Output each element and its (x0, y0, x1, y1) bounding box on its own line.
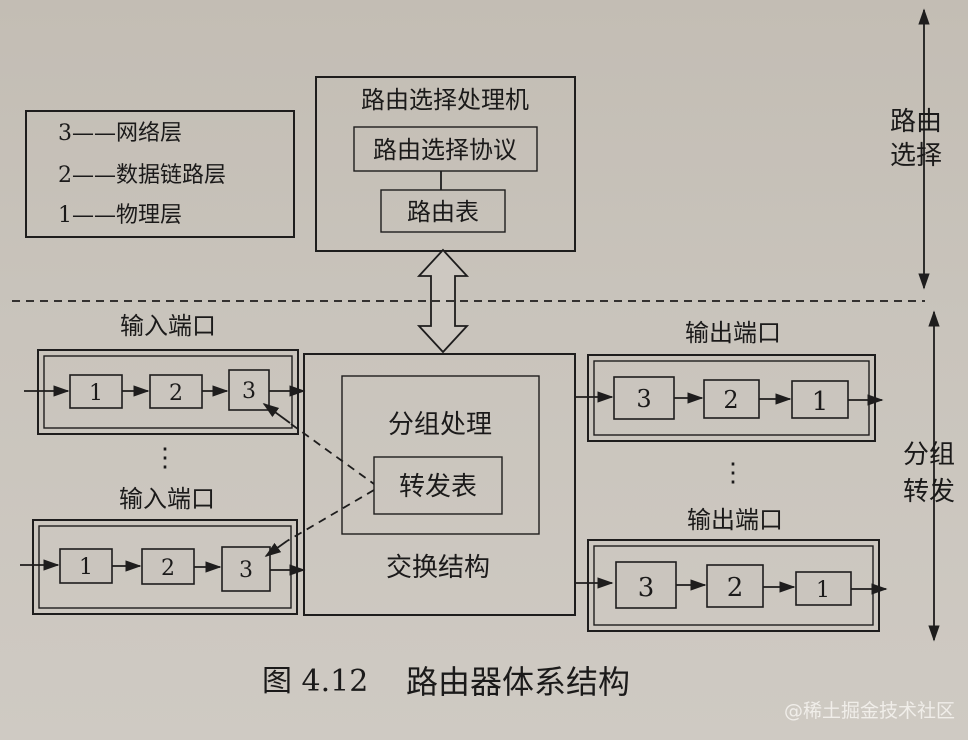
watermark-text: @稀土掘金技术社区 (784, 700, 955, 722)
input-cell-network (228, 369, 270, 411)
input-cell-label: 1 (89, 381, 103, 406)
output-port-bottom: 输出端口 3 2 1 (587, 506, 888, 632)
routing-protocol-box (353, 126, 538, 172)
switch-fabric: 分组处理 转发表 交换结构 (303, 353, 576, 616)
legend-box (25, 110, 295, 238)
output-cell-label: 3 (638, 573, 655, 603)
input-port-top: 输入端口 1 2 3 (24, 312, 306, 435)
routing-processor-title: 路由选择处理机 (361, 86, 529, 114)
output-ports-ellipsis: ⋮ (720, 458, 746, 488)
input-cell-network (221, 546, 271, 592)
output-cell-physical (791, 380, 849, 419)
output-cell-label: 2 (727, 573, 744, 603)
side-label-routing-line2: 选择 (890, 141, 942, 171)
output-cell-network (615, 561, 677, 609)
routing-processor: 路由选择处理机 路由选择协议 路由表 (315, 76, 576, 252)
input-cell-datalink (141, 548, 195, 585)
routing-processor-box (315, 76, 576, 252)
side-label-forwarding-line2: 转发 (903, 477, 955, 507)
layer-legend: 3——网络层 2——数据链路层 1——物理层 (25, 110, 295, 238)
input-cell-label: 3 (242, 379, 256, 404)
output-port-label-top: 输出端口 (685, 319, 781, 347)
output-port-label-bottom: 输出端口 (687, 506, 783, 534)
lookup-return-arrow-top (262, 403, 291, 424)
figure-number: 图 4.12 (262, 664, 368, 699)
forwarding-table-label: 转发表 (399, 472, 477, 502)
input-cell-label: 2 (161, 556, 175, 581)
forwarding-table-box (373, 456, 503, 515)
output-cell-label: 1 (816, 578, 830, 603)
lookup-line-top (290, 423, 375, 485)
lookup-return-arrow-bottom (264, 540, 288, 557)
output-cell-label: 2 (723, 386, 738, 414)
lookup-line-bottom (286, 489, 375, 542)
switch-fabric-box (303, 353, 576, 616)
legend-item-network-layer: 3——网络层 (58, 121, 182, 146)
side-label-routing-line1: 路由 (890, 107, 942, 137)
input-cell-physical (59, 548, 113, 584)
bidirectional-arrow (416, 248, 470, 354)
legend-item-physical-layer: 1——物理层 (58, 203, 182, 228)
figure-title: 路由器体系结构 (406, 663, 630, 701)
legend-item-datalink-layer: 2——数据链路层 (58, 163, 226, 188)
output-port-top: 输出端口 3 2 1 (587, 319, 884, 442)
packet-processing-box (341, 375, 540, 535)
packet-processing-label: 分组处理 (388, 410, 492, 440)
output-cell-datalink (703, 379, 760, 419)
output-cell-label: 3 (636, 385, 651, 413)
input-port-label-top: 输入端口 (120, 312, 216, 340)
input-cell-label: 2 (169, 381, 183, 406)
output-cell-datalink (706, 564, 764, 608)
output-cell-label: 1 (812, 387, 829, 417)
input-cell-datalink (149, 374, 203, 409)
input-cell-physical (69, 374, 123, 409)
routing-table-label: 路由表 (407, 198, 479, 226)
input-port-bottom: 输入端口 1 2 3 (20, 485, 306, 615)
side-label-forwarding-line1: 分组 (903, 440, 955, 470)
input-ports-ellipsis: ⋮ (152, 443, 178, 473)
input-cell-label: 3 (239, 558, 253, 583)
input-cell-label: 1 (79, 555, 93, 580)
switch-fabric-label: 交换结构 (386, 553, 490, 583)
input-port-label-bottom: 输入端口 (119, 485, 215, 513)
routing-table-box (380, 189, 506, 233)
routing-protocol-label: 路由选择协议 (373, 136, 517, 164)
